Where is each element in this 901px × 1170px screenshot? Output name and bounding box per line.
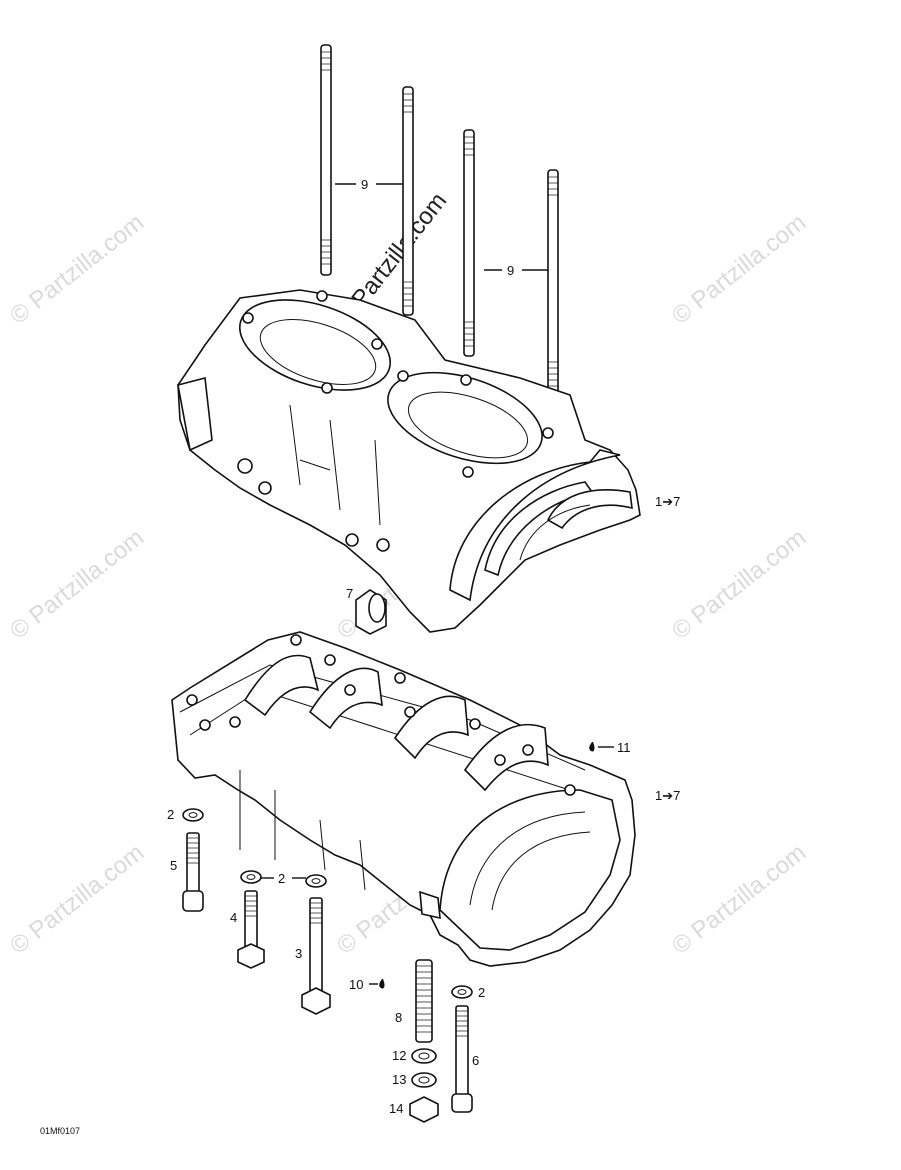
- watermark: © Partzilla.com: [667, 839, 811, 960]
- callout-label: 4: [230, 910, 237, 925]
- fasteners: [182, 808, 473, 1123]
- washer-12: [411, 1048, 437, 1064]
- stud: [547, 169, 559, 397]
- stud-8: [415, 959, 433, 1043]
- watermark: © Partzilla.com: [667, 524, 811, 645]
- callout-label: 2: [167, 807, 174, 822]
- callout-label: 12: [392, 1048, 406, 1063]
- callout-label: 9: [361, 177, 368, 192]
- studs-9: [320, 44, 559, 397]
- bolt-5: [182, 832, 204, 912]
- lower-crankcase-half: [171, 631, 636, 967]
- seal-7: [355, 589, 387, 635]
- callout-label: 1➔7: [655, 494, 680, 509]
- sealant-drop-icon: [589, 742, 595, 752]
- callout-label: 5: [170, 858, 177, 873]
- watermark: © Partzilla.com: [5, 839, 149, 960]
- stud: [463, 129, 475, 357]
- bolt-3: [301, 897, 331, 1015]
- washer: [240, 870, 262, 884]
- callout-label: 6: [472, 1053, 479, 1068]
- washer: [182, 808, 204, 822]
- nut-14: [409, 1096, 439, 1123]
- drawing-code: 01Mf0107: [40, 1126, 80, 1136]
- washer: [305, 874, 327, 888]
- stud: [402, 86, 414, 316]
- callout-label: 13: [392, 1072, 406, 1087]
- callout-labels: 9 9 1➔7 7 11 1➔7 2 5 2 4 3 10 2 8 12 6 1…: [167, 177, 680, 1116]
- bolt-6: [451, 1005, 473, 1113]
- callout-label: 10: [349, 977, 363, 992]
- callout-label: 14: [389, 1101, 403, 1116]
- sealant-drop-icon: [379, 979, 385, 989]
- leader-lines: [260, 183, 614, 985]
- callout-label: 7: [346, 586, 353, 601]
- callout-label: 3: [295, 946, 302, 961]
- washer: [451, 985, 473, 999]
- callout-label: 2: [278, 871, 285, 886]
- upper-crankcase-half: [177, 289, 641, 633]
- bolt-4: [237, 890, 265, 969]
- callout-label: 1➔7: [655, 788, 680, 803]
- callout-label: 2: [478, 985, 485, 1000]
- callout-label: 8: [395, 1010, 402, 1025]
- washer-13: [411, 1072, 437, 1088]
- callout-label: 9: [507, 263, 514, 278]
- watermark: © Partzilla.com: [5, 209, 149, 330]
- callout-label: 11: [617, 740, 631, 755]
- stud: [320, 44, 332, 276]
- watermark: © Partzilla.com: [5, 524, 149, 645]
- watermark: © Partzilla.com: [667, 209, 811, 330]
